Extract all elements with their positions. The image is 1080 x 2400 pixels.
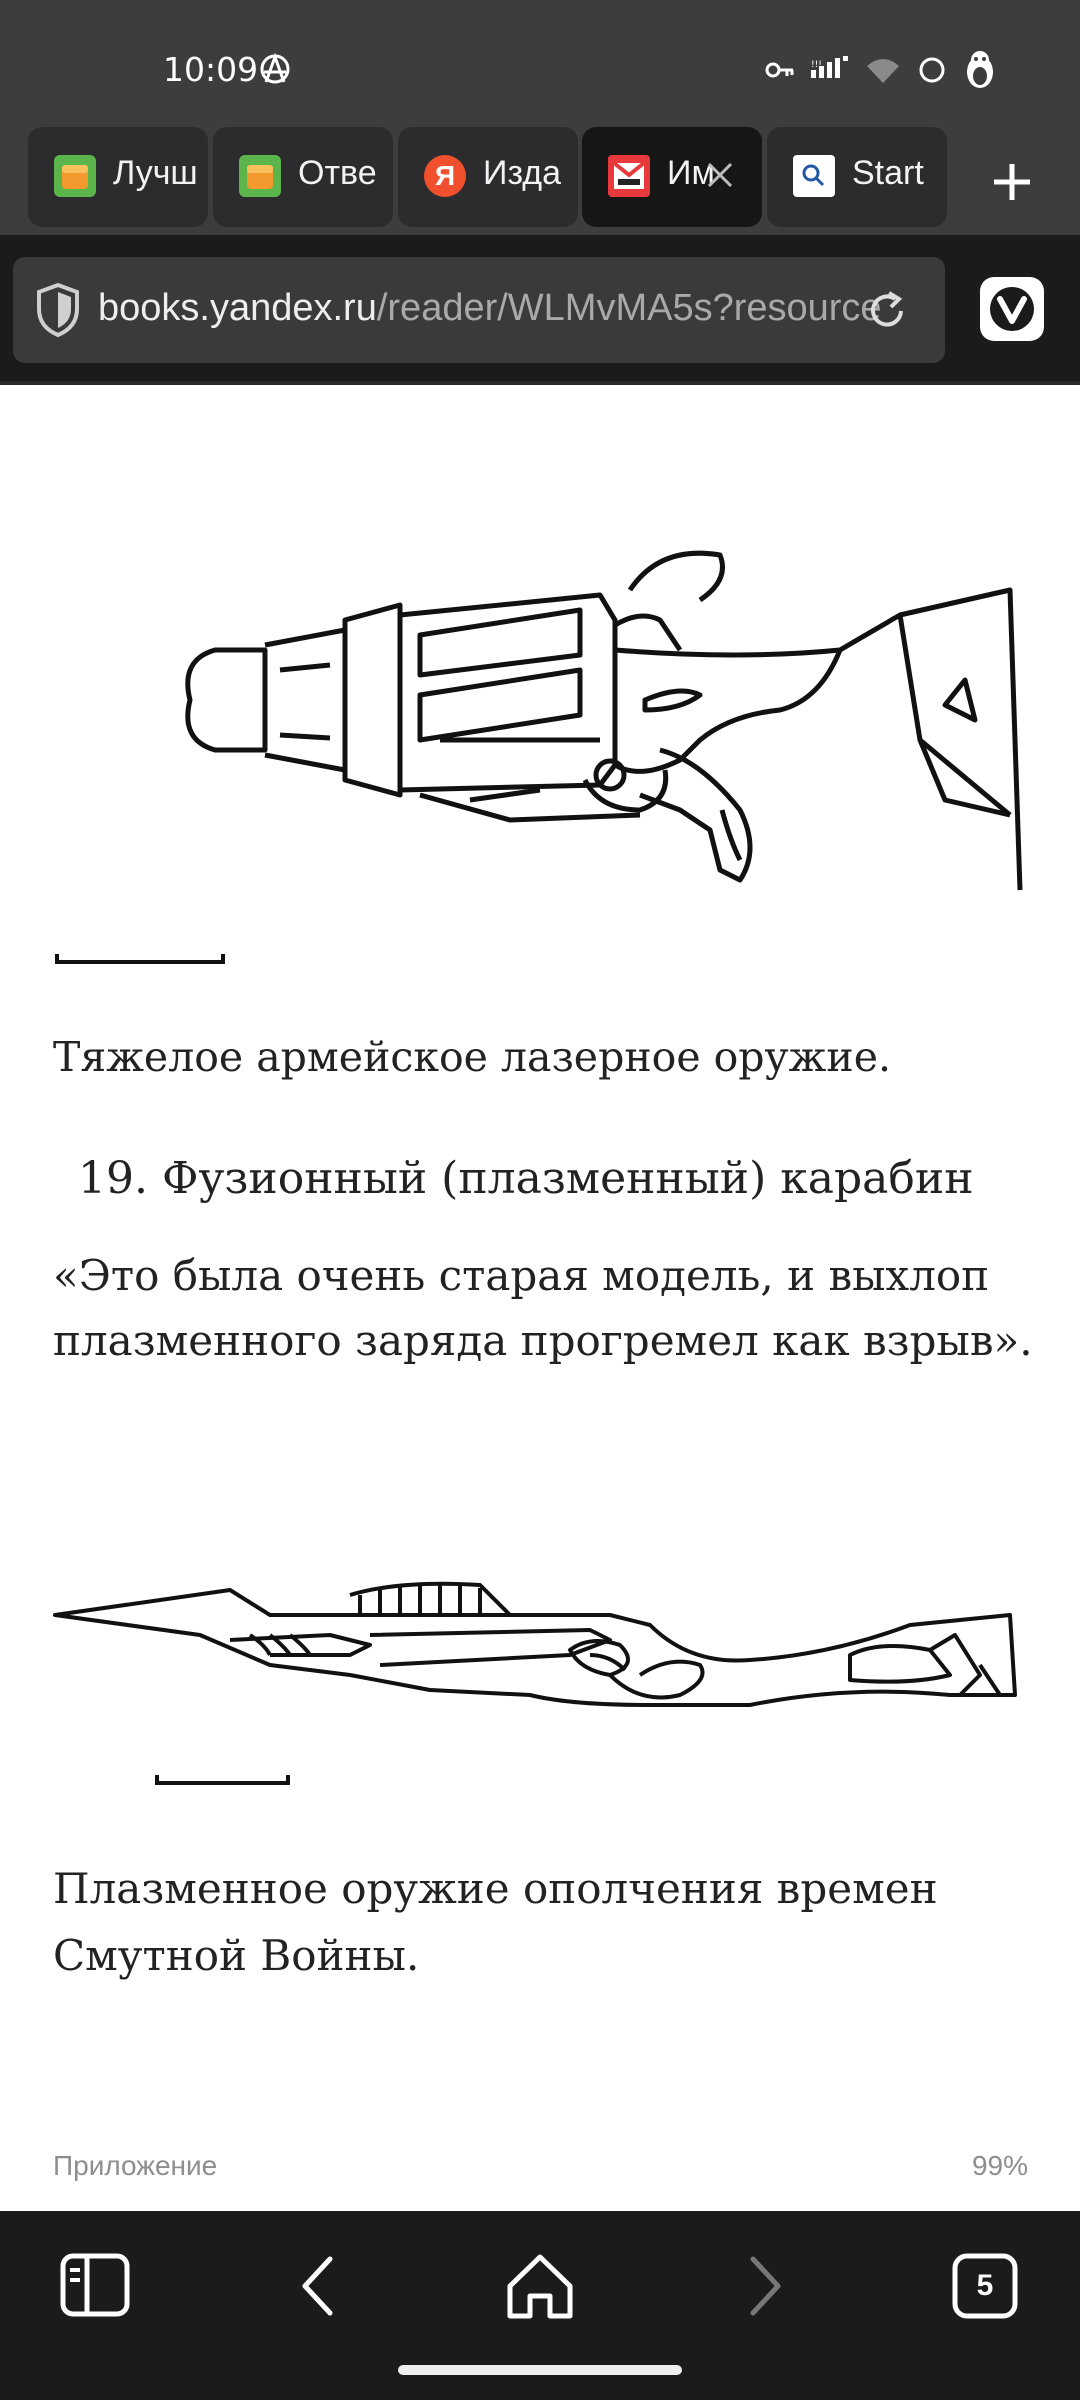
tab-title: Start [852,154,924,192]
vivaldi-menu-icon[interactable] [980,277,1044,341]
tab-title: Отве [298,154,377,192]
epigraph-quote: «Это была очень старая модель, и выхлоп … [53,1251,1033,1365]
reader-section-label: Приложение [53,2150,218,2181]
back-icon[interactable] [275,2241,365,2331]
reload-icon[interactable] [863,287,911,335]
tab-1[interactable]: Лучш [28,127,208,227]
tab-title: Изда [483,154,562,192]
status-icons: !!! [765,50,997,90]
tab-4-active[interactable]: Им [582,127,762,227]
address-field[interactable]: books.yandex.ru/reader/WLMvMA5s?resource [13,257,945,363]
anarchy-icon [260,52,290,84]
wifi-icon [867,59,899,83]
panel-icon[interactable] [50,2241,140,2331]
tab-title: Им [667,154,715,192]
close-icon[interactable] [702,157,738,193]
svg-text:!!!: !!! [811,60,822,70]
plasma-carbine-illustration [53,1581,1017,1707]
status-bar: 10:09 !!! [0,0,1080,125]
figure-caption: Тяжелое армейское лазерное оружие. [53,1033,892,1081]
tab-bar: Лучш Отве Я Изда Им Start [0,125,1080,235]
orange-cube-icon [54,155,96,197]
tab-5[interactable]: Start [767,127,947,227]
tab-title: Лучш [113,154,198,192]
vpn-key-icon [765,62,794,78]
home-indicator[interactable] [398,2365,682,2375]
book-icon [608,155,650,197]
yandex-icon: Я [424,155,466,197]
status-time: 10:09 [163,50,259,89]
tab-2[interactable]: Отве [213,127,393,227]
url-domain: books.yandex.ru [98,287,377,329]
signal-icon: !!! [811,56,848,78]
sync-icon [919,57,945,83]
tab-switcher-button[interactable]: 5 [940,2241,1030,2331]
reader-page: Тяжелое армейское лазерное оружие. 19. Ф… [0,385,1080,2211]
figure-caption: Плазменное оружие ополчения времен Смутн… [53,1864,938,1980]
url-path: /reader/WLMvMA5s?resource [376,287,882,329]
new-tab-plus-icon[interactable] [975,147,1050,217]
reader-progress: 99% [971,2150,1028,2181]
forward-icon[interactable] [718,2241,808,2331]
scale-bar [155,1775,290,1785]
tab-switcher-icon [952,2253,1018,2319]
search-page-icon [793,155,835,197]
url-text[interactable]: books.yandex.ru/reader/WLMvMA5s?resource [98,287,882,330]
home-icon[interactable] [495,2241,585,2331]
section-heading: 19. Фузионный (плазменный) карабин [78,1153,974,1204]
laser-weapon-illustration [185,550,1023,891]
orange-cube-icon [239,155,281,197]
tab-3[interactable]: Я Изда [398,127,578,227]
shield-icon[interactable] [33,281,83,339]
penguin-icon [967,51,993,88]
scale-bar [55,954,225,964]
tab-count: 5 [976,2269,994,2302]
address-bar-area: books.yandex.ru/reader/WLMvMA5s?resource [0,235,1080,385]
